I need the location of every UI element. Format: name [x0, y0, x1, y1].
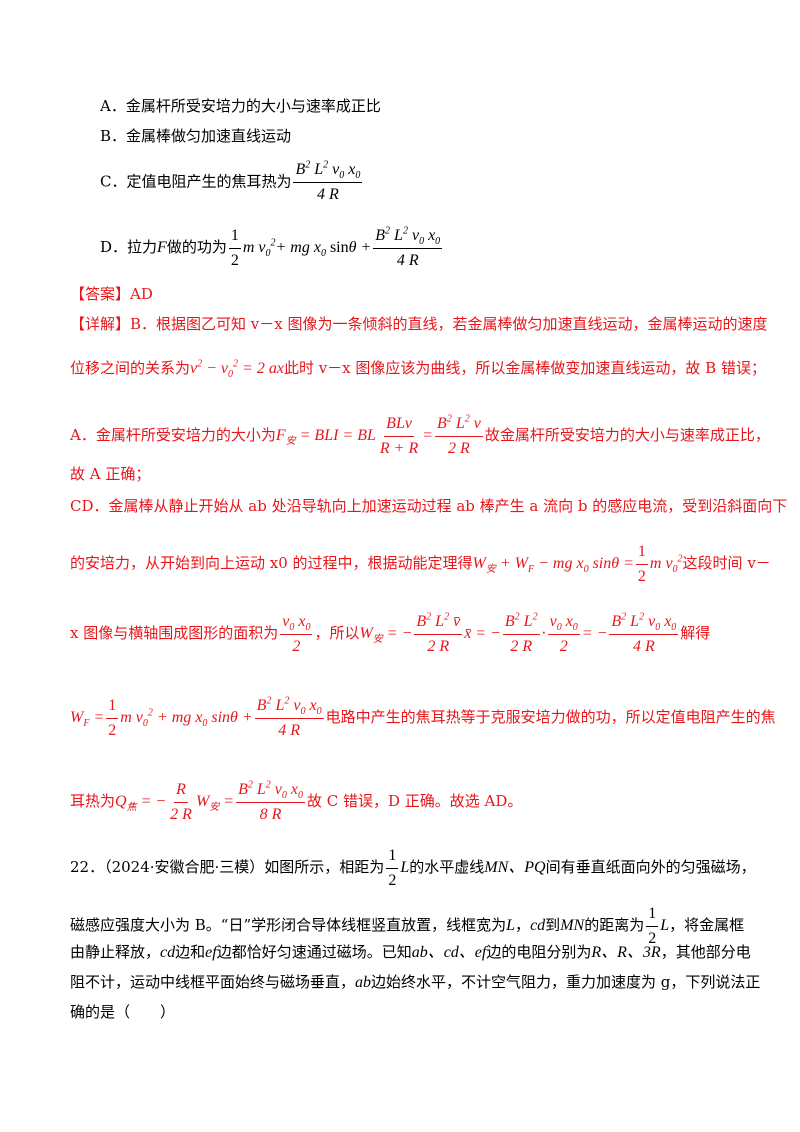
formula-kinematics: v2 − v02 = 2 ax: [190, 358, 284, 381]
q22-line-3: 由静止释放，cd边和ef边都恰好匀速通过磁场。已知ab、cd、ef边的电阻分别为…: [70, 943, 751, 961]
option-b: B．金属棒做匀加速直线运动: [100, 127, 292, 145]
explain-line-1: 【详解】B．根据图乙可知 v－x 图像为一条倾斜的直线，若金属棒做匀加速直线运动…: [70, 315, 768, 333]
explain-line-4: 故 A 正确；: [70, 465, 151, 483]
explain-line-2: 位移之间的关系为v2 − v02 = 2 ax此时 v－x 图像应该为曲线，所以…: [70, 358, 766, 381]
q22-line-4: 阻不计，运动中线框平面始终与磁场垂直，ab边始终水平，不计空气阻力，重力加速度为…: [70, 973, 761, 991]
answer: 【答案】AD: [70, 285, 153, 303]
option-a: A．金属杆所受安培力的大小与速率成正比: [100, 97, 381, 115]
explain-line-6: 的安培力，从开始到向上运动 x0 的过程中，根据动能定理得W安 + WF − m…: [70, 543, 771, 585]
q22-line-5: 确的是（ ）: [70, 1003, 176, 1021]
q22-line-2: 磁感应强度大小为 B。“日”学形闭合导体线框竖直放置，线框宽为L，cd到MN的距…: [70, 905, 745, 947]
explain-line-5: CD．金属棒从静止开始从 ab 处沿导轨向上加速运动过程 ab 棒产生 a 流向…: [70, 497, 788, 515]
